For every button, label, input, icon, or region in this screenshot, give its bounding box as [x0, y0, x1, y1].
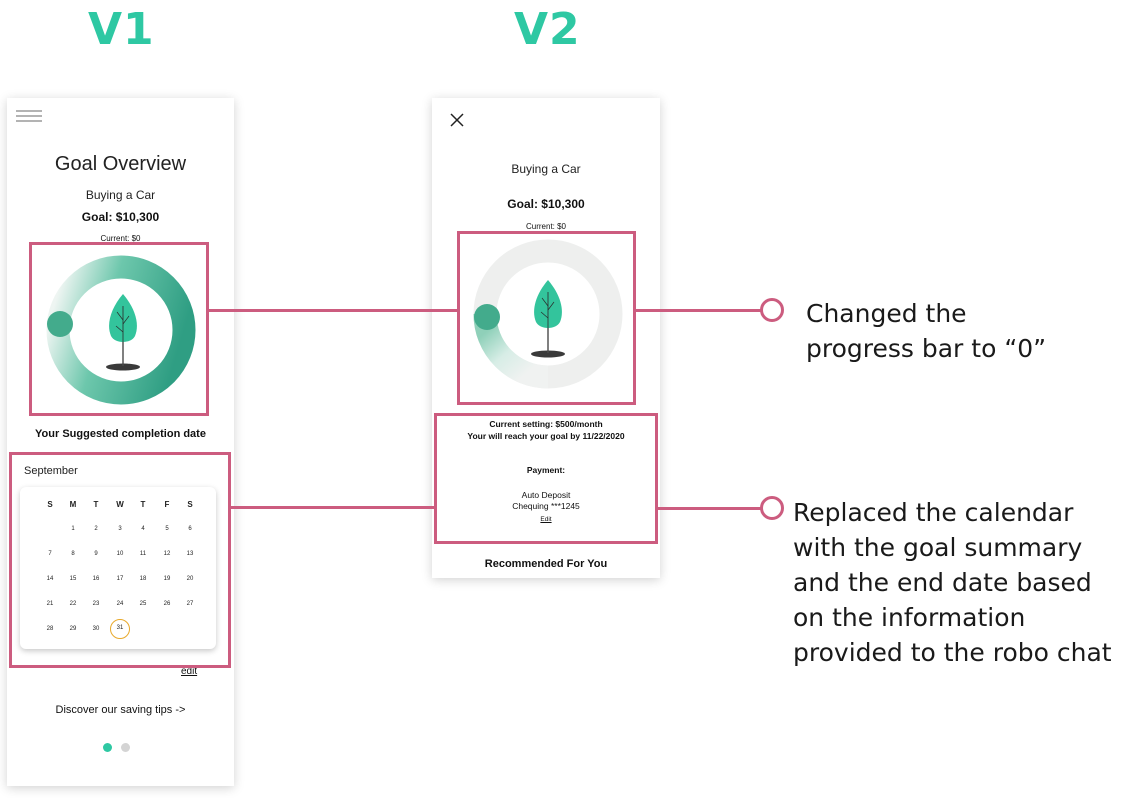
calendar-day[interactable]: 25 — [139, 601, 147, 607]
recommended-heading: Recommended For You — [484, 558, 608, 570]
reach-goal-date: Your will reach your goal by 11/22/2020 — [467, 431, 625, 441]
calendar-day[interactable]: 27 — [186, 601, 194, 607]
phone-v2: Buying a Car Goal: $10,300 Current: $0 C… — [432, 98, 660, 578]
calendar-day[interactable]: 1 — [71, 526, 75, 532]
page-indicator-inactive[interactable] — [121, 743, 130, 752]
annotation-line: on the information — [793, 603, 1026, 632]
weekday: F — [164, 500, 170, 509]
phone-v1: Goal Overview Buying a Car Goal: $10,300… — [7, 98, 234, 786]
annotation-progress: Changed the progress bar to “0” — [806, 296, 1046, 366]
v2-label: V2 — [514, 4, 581, 55]
weekday: W — [116, 500, 124, 509]
weekday: M — [69, 500, 77, 509]
progress-handle[interactable] — [47, 311, 73, 337]
auto-deposit: Auto Deposit — [521, 490, 571, 500]
current-amount: Current: $0 — [100, 234, 141, 243]
weekday: T — [93, 500, 99, 509]
connector-progress — [209, 309, 457, 312]
v1-label: V1 — [88, 4, 155, 55]
highlight-calendar-v1 — [9, 452, 231, 668]
calendar-day[interactable]: 17 — [116, 576, 124, 582]
connector-progress-annotation — [636, 309, 762, 312]
calendar-day[interactable]: 3 — [118, 526, 122, 532]
goal-name: Buying a Car — [511, 162, 581, 176]
current-amount: Current: $0 — [525, 222, 567, 231]
calendar-day[interactable]: 19 — [163, 576, 171, 582]
calendar-day[interactable]: 11 — [139, 551, 147, 557]
calendar-week: 21 22 23 24 25 26 27 — [20, 594, 216, 614]
calendar-week: 1 2 3 4 5 6 — [20, 519, 216, 539]
goal-amount: Goal: $10,300 — [507, 197, 585, 211]
annotation-line: and the end date based — [793, 568, 1092, 597]
calendar-weekdays: S M T W T F S — [20, 495, 216, 515]
tree-icon — [106, 294, 140, 371]
current-setting: Current setting: $500/month — [489, 419, 603, 429]
annotation-line: progress bar to “0” — [806, 334, 1047, 363]
hamburger-menu-icon[interactable] — [16, 110, 42, 124]
calendar-day[interactable]: 8 — [71, 551, 75, 557]
calendar-day[interactable]: 14 — [46, 576, 54, 582]
weekday: S — [187, 500, 193, 509]
calendar-day[interactable]: 2 — [94, 526, 98, 532]
calendar-day[interactable]: 26 — [163, 601, 171, 607]
calendar-day[interactable]: 9 — [94, 551, 98, 557]
weekday: S — [47, 500, 53, 509]
progress-handle[interactable] — [474, 304, 500, 330]
edit-date-link[interactable]: edit — [181, 666, 198, 677]
calendar-day-selected[interactable]: 31 — [110, 619, 130, 639]
annotation-line: provided to the robo chat — [793, 638, 1112, 667]
calendar-day[interactable]: 13 — [186, 551, 194, 557]
calendar-day[interactable]: 24 — [116, 601, 124, 607]
calendar-day[interactable]: 10 — [116, 551, 124, 557]
highlight-progress-v2 — [457, 231, 636, 405]
calendar-week: 28 29 30 31 — [20, 619, 216, 639]
calendar-day[interactable]: 16 — [92, 576, 100, 582]
calendar-day[interactable]: 15 — [69, 576, 77, 582]
close-icon[interactable] — [449, 112, 465, 128]
calendar-week: 7 8 9 10 11 12 13 — [20, 544, 216, 564]
calendar-day[interactable]: 29 — [69, 626, 77, 632]
highlight-progress-v1 — [29, 242, 209, 416]
saving-tips-link[interactable]: Discover our saving tips -> — [55, 704, 186, 716]
edit-payment-link[interactable]: Edit — [540, 516, 552, 523]
chequing-account: Chequing ***1245 — [512, 501, 580, 511]
highlight-summary-v2 — [434, 413, 658, 544]
calendar-day[interactable]: 7 — [48, 551, 52, 557]
weekday: T — [140, 500, 146, 509]
page-indicator-active[interactable] — [103, 743, 112, 752]
calendar-day[interactable]: 23 — [92, 601, 100, 607]
calendar-day[interactable]: 4 — [141, 526, 145, 532]
calendar-day[interactable]: 30 — [92, 626, 100, 632]
annotation-marker-progress — [760, 298, 784, 322]
suggested-date-label: Your Suggested completion date — [35, 428, 206, 440]
connector-summary-annotation — [658, 507, 762, 510]
calendar-day[interactable]: 6 — [188, 526, 192, 532]
calendar-month: September — [24, 465, 78, 477]
calendar-day[interactable]: 28 — [46, 626, 54, 632]
calendar-day[interactable]: 20 — [186, 576, 194, 582]
progress-ring-v1 — [46, 255, 196, 405]
calendar-day[interactable]: 5 — [165, 526, 169, 532]
page-title: Goal Overview — [54, 153, 187, 175]
annotation-line: Replaced the calendar — [793, 498, 1074, 527]
annotation-line: Changed the — [806, 299, 967, 328]
calendar: S M T W T F S 1 2 3 4 5 6 7 8 9 10 11 12… — [20, 487, 216, 649]
goal-amount: Goal: $10,300 — [81, 210, 160, 224]
calendar-day[interactable]: 22 — [69, 601, 77, 607]
payment-label: Payment: — [526, 465, 566, 475]
tree-icon — [531, 280, 565, 358]
connector-summary — [231, 506, 434, 509]
annotation-line: with the goal summary — [793, 533, 1083, 562]
calendar-day[interactable]: 18 — [139, 576, 147, 582]
goal-name: Buying a Car — [85, 188, 156, 202]
calendar-day[interactable]: 12 — [163, 551, 171, 557]
calendar-week: 14 15 16 17 18 19 20 — [20, 569, 216, 589]
annotation-marker-summary — [760, 496, 784, 520]
calendar-day[interactable]: 21 — [46, 601, 54, 607]
annotation-summary: Replaced the calendar with the goal summ… — [793, 495, 1112, 670]
progress-ring-v2 — [473, 239, 623, 389]
